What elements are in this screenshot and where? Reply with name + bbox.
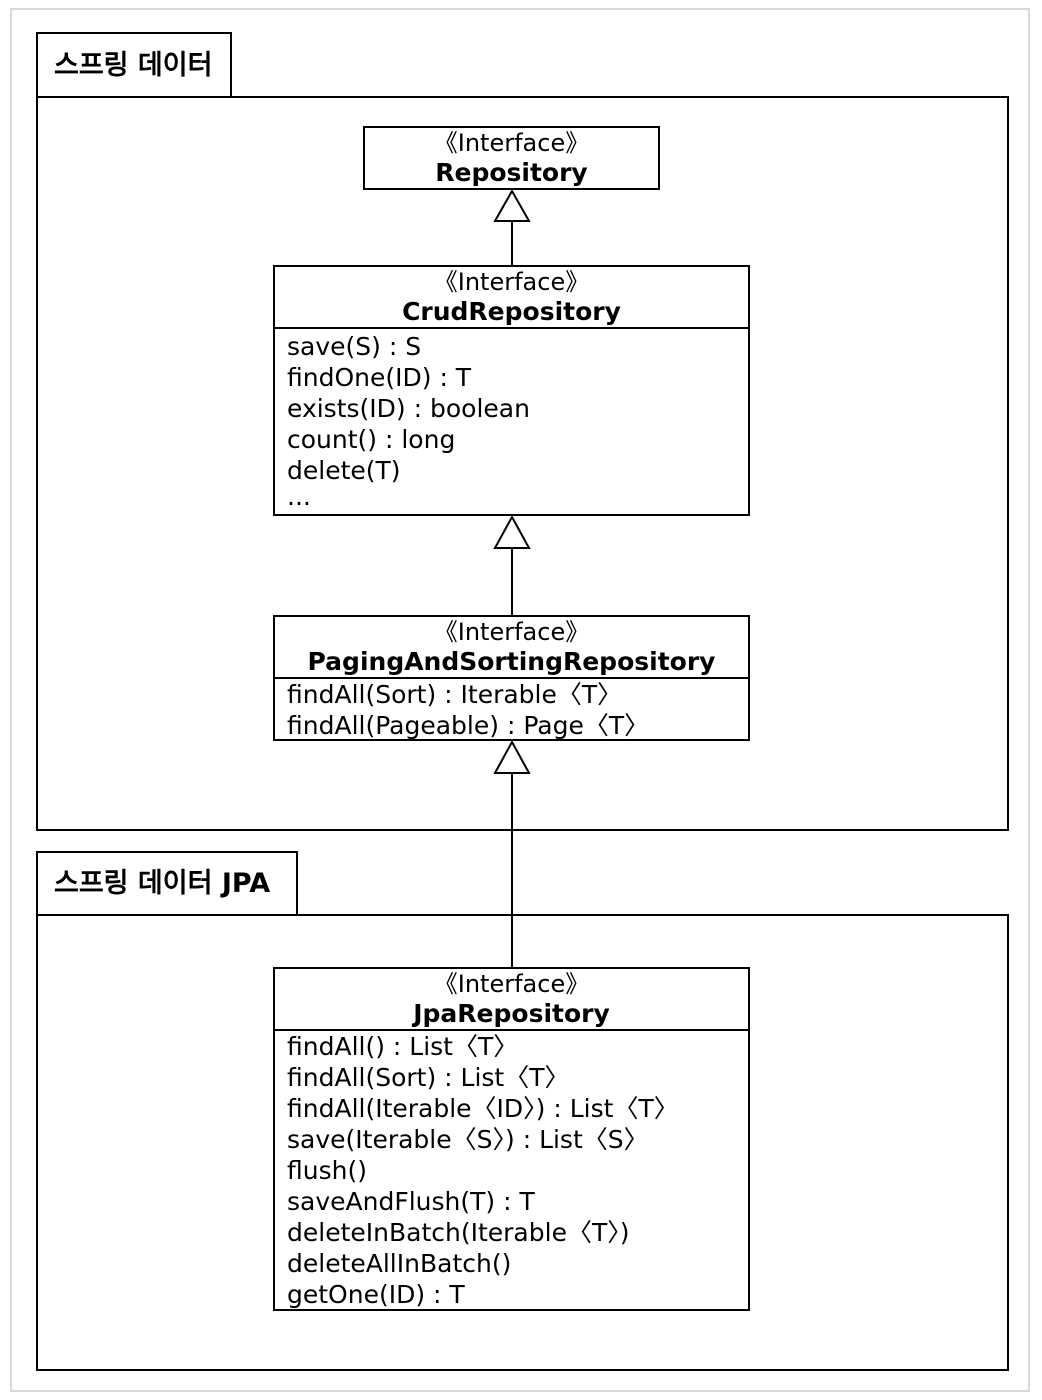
operations-list: save(S) : S findOne(ID) : T exists(ID) :…: [275, 329, 748, 511]
operation: delete(T): [287, 456, 401, 485]
stereotype-label: 《Interface》: [433, 268, 590, 296]
operations-list: findAll() : List〈T〉 findAll(Sort) : List…: [275, 1031, 748, 1310]
generalization-arrowhead-repository: [493, 188, 531, 222]
operation: getOne(ID) : T: [287, 1280, 465, 1309]
operation: findOne(ID) : T: [287, 363, 472, 392]
operation: deleteInBatch(Iterable〈T〉): [287, 1218, 630, 1247]
operation: flush(): [287, 1156, 367, 1185]
stereotype-label: 《Interface》: [433, 618, 590, 646]
generalization-arrowhead-paging: [493, 739, 531, 774]
class-name: JpaRepository: [413, 999, 610, 1028]
class-name: Repository: [435, 158, 588, 187]
operation: save(Iterable〈S〉) : List〈S〉: [287, 1125, 649, 1154]
image-frame: [10, 8, 1030, 1392]
operation: save(S) : S: [287, 332, 422, 361]
operation: exists(ID) : boolean: [287, 394, 530, 423]
operation: findAll(Sort) : Iterable〈T〉: [287, 680, 623, 709]
package-spring-data-jpa-tab: 스프링 데이터 JPA: [36, 851, 298, 916]
class-paging-and-sorting-repository: 《Interface》 PagingAndSortingRepository f…: [273, 615, 750, 741]
stereotype-label: 《Interface》: [433, 970, 590, 998]
class-name: PagingAndSortingRepository: [307, 647, 716, 676]
operations-list: findAll(Sort) : Iterable〈T〉 findAll(Page…: [275, 679, 748, 741]
operation: saveAndFlush(T) : T: [287, 1187, 535, 1216]
operation: findAll(Iterable〈ID〉) : List〈T〉: [287, 1094, 679, 1123]
class-repository: 《Interface》 Repository: [363, 126, 660, 190]
operation-ellipsis: ...: [287, 482, 311, 511]
operation: deleteAllInBatch(): [287, 1249, 512, 1278]
class-repository-header: 《Interface》 Repository: [365, 128, 658, 188]
generalization-arrowhead-crud: [493, 514, 531, 549]
class-name: CrudRepository: [402, 297, 621, 326]
class-paging-and-sorting-repository-header: 《Interface》 PagingAndSortingRepository: [275, 617, 748, 679]
class-crud-repository-header: 《Interface》 CrudRepository: [275, 267, 748, 329]
operation: findAll() : List〈T〉: [287, 1032, 519, 1061]
operation: findAll(Sort) : List〈T〉: [287, 1063, 570, 1092]
class-crud-repository: 《Interface》 CrudRepository save(S) : S f…: [273, 265, 750, 516]
package-spring-data-tab: 스프링 데이터: [36, 32, 232, 98]
package-spring-data-label: 스프링 데이터: [54, 49, 213, 81]
operation: findAll(Pageable) : Page〈T〉: [287, 711, 650, 740]
class-jpa-repository-header: 《Interface》 JpaRepository: [275, 969, 748, 1031]
operation: count() : long: [287, 425, 456, 454]
package-spring-data-jpa-label: 스프링 데이터 JPA: [54, 868, 271, 899]
class-jpa-repository: 《Interface》 JpaRepository findAll() : Li…: [273, 967, 750, 1311]
stereotype-label: 《Interface》: [433, 129, 590, 157]
